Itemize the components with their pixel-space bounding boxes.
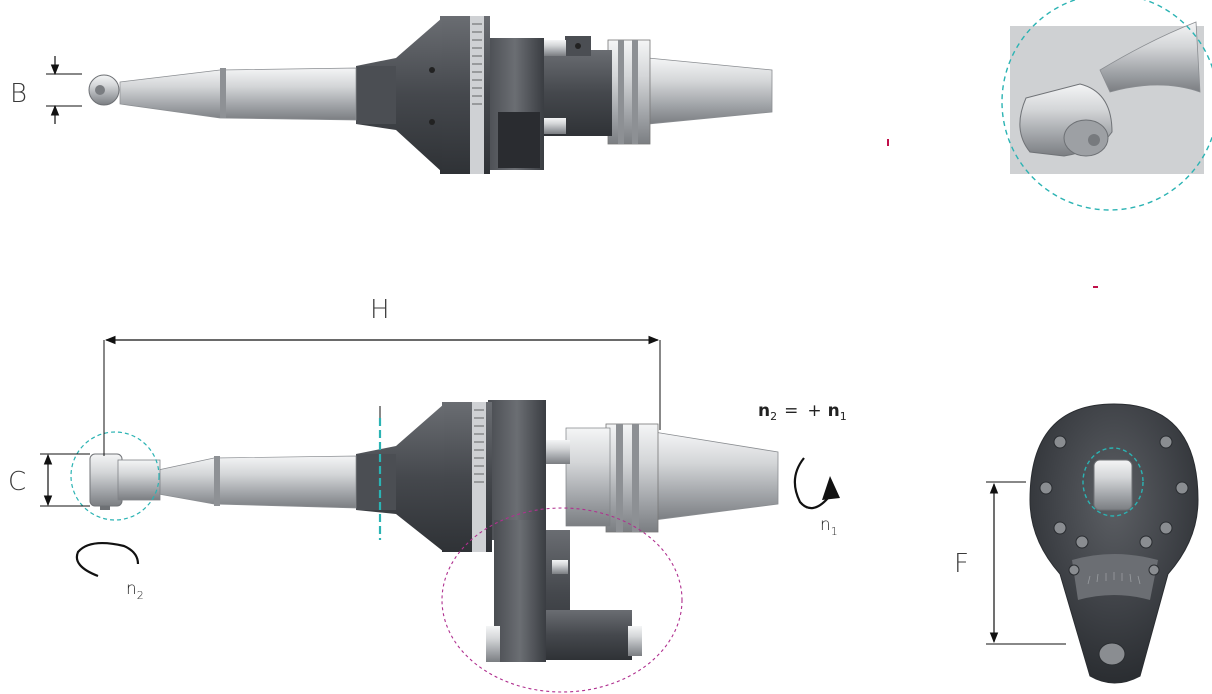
speed-n1: n xyxy=(828,401,840,421)
dimension-f: F xyxy=(954,481,1066,645)
speed-n2-sub: 2 xyxy=(770,410,777,423)
speed-n2: n xyxy=(758,401,770,421)
accent-mark xyxy=(887,139,889,146)
rotation-n2-label: n xyxy=(126,579,137,599)
head-highlight-circle xyxy=(70,431,160,521)
rotation-arrow-n1-icon xyxy=(793,457,829,510)
top-elevation-view xyxy=(88,16,773,174)
top-cone-body xyxy=(356,18,442,172)
svg-text:n2=+n1: n2=+n1 xyxy=(758,401,847,423)
svg-text:n1: n1 xyxy=(820,515,838,538)
bottom-elevation-view xyxy=(70,400,779,693)
rotation-arrow-n2-icon xyxy=(75,541,140,578)
bottom-cone-body xyxy=(356,404,444,552)
top-flange xyxy=(607,39,651,145)
front-housing xyxy=(1029,403,1199,684)
speed-n1-sub: 1 xyxy=(840,410,847,423)
label-f: F xyxy=(954,549,969,579)
rotation-n2-sub: 2 xyxy=(137,589,144,602)
top-taper-shank xyxy=(647,57,773,125)
speed-equals: = xyxy=(784,401,798,421)
bottom-head-block xyxy=(89,453,123,507)
front-spindle xyxy=(1093,459,1133,511)
dimension-h: H xyxy=(103,295,661,456)
dimension-b: B xyxy=(10,56,82,124)
accent-mark xyxy=(1093,286,1098,288)
speed-relation: n2=+n1 xyxy=(758,401,847,423)
inset-detail xyxy=(1001,0,1212,211)
label-c: C xyxy=(8,467,26,497)
bottom-taper-shank xyxy=(653,431,779,521)
front-highlight-circle xyxy=(1082,447,1144,517)
svg-text:n2: n2 xyxy=(126,579,144,602)
rotation-n2: n2 xyxy=(75,541,144,602)
label-h: H xyxy=(370,295,390,325)
front-view xyxy=(1029,403,1199,684)
bracket-highlight-circle xyxy=(441,507,683,693)
stop-bracket xyxy=(486,520,642,662)
bottom-spindle-shaft xyxy=(157,455,357,509)
dimension-c: C xyxy=(8,453,90,507)
label-b: B xyxy=(10,79,27,109)
top-spindle-shaft xyxy=(119,67,357,121)
rotation-n1: n1 xyxy=(793,457,840,538)
rotation-n1-sub: 1 xyxy=(831,525,838,538)
speed-plus: + xyxy=(807,401,821,421)
rotation-n1-label: n xyxy=(820,515,831,535)
bottom-central-column xyxy=(488,400,546,540)
